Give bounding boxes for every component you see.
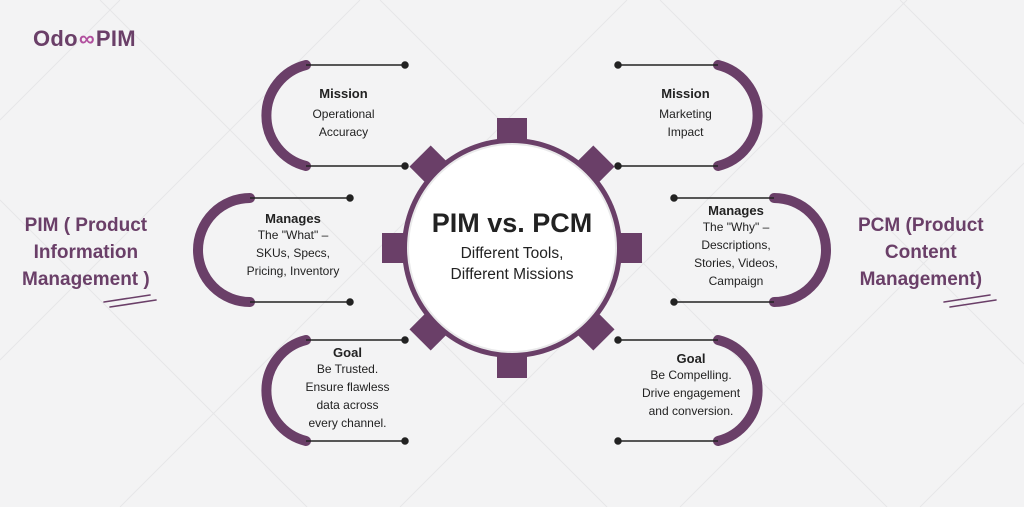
pcm-manages-block: Manages The "Why" – Descriptions, Storie…	[676, 203, 796, 290]
pcm-goal-arc	[713, 335, 763, 446]
pim-mission-arc	[261, 60, 311, 171]
center-subtitle-2: Different Missions	[450, 266, 574, 283]
logo-text-right: PIM	[95, 26, 136, 51]
pcm-underline	[943, 294, 997, 308]
pcm-mission-arc	[713, 60, 763, 171]
center-label: PIM vs. PCM Different Tools, Different M…	[412, 208, 612, 285]
title-underlines	[103, 294, 997, 308]
pim-manages-block: Manages The "What" – SKUs, Specs, Pricin…	[228, 211, 358, 280]
pim-arcs	[193, 60, 311, 446]
pim-goal-arc	[261, 335, 311, 446]
odopim-logo: Odo ∞ PIM	[33, 26, 136, 52]
pcm-mission-heading: Mission	[661, 86, 710, 101]
pim-underline	[103, 294, 157, 308]
pim-goal-block: Goal Be Trusted. Ensure flawless data ac…	[290, 345, 405, 432]
pim-connector-lines	[250, 61, 409, 445]
pcm-arcs	[713, 60, 831, 446]
pim-goal-heading: Goal	[333, 345, 362, 360]
pcm-manages-heading: Manages	[708, 203, 764, 218]
pcm-goal-heading: Goal	[676, 351, 706, 366]
center-title: PIM vs. PCM	[431, 208, 593, 238]
pcm-connector-lines	[614, 61, 774, 445]
pcm-title: PCM (Product Content Management)	[858, 215, 984, 290]
pcm-manages-arc	[769, 193, 831, 307]
infinity-icon: ∞	[78, 26, 95, 51]
pim-mission-block: Mission Operational Accuracy	[286, 86, 401, 141]
logo-text-left: Odo	[33, 26, 78, 51]
pim-manages-arc	[193, 193, 255, 307]
pcm-mission-block: Mission Marketing Impact	[628, 86, 743, 141]
pim-title: PIM ( Product Information Management )	[22, 215, 150, 290]
center-subtitle-1: Different Tools,	[460, 245, 564, 262]
pcm-goal-block: Goal Be Compelling. Drive engagement and…	[626, 351, 756, 420]
center-gear	[382, 118, 642, 378]
pim-manages-heading: Manages	[265, 211, 321, 226]
pim-mission-heading: Mission	[319, 86, 368, 101]
